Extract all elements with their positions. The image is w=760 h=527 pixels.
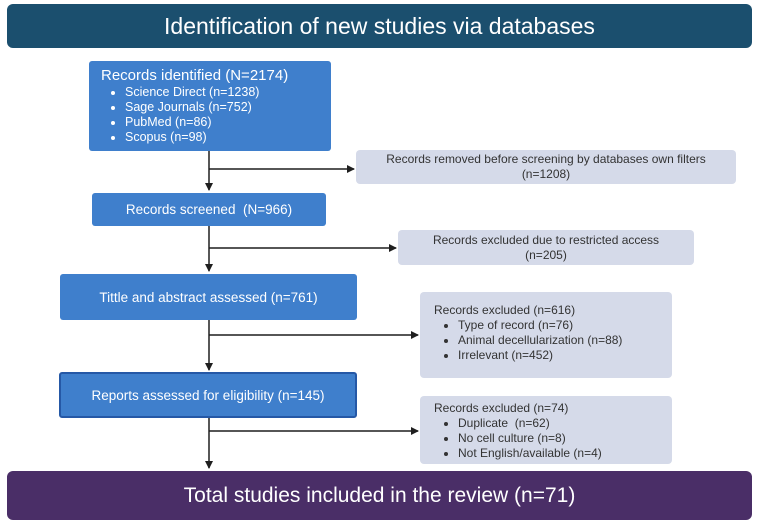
- footer-title: Total studies included in the review (n=…: [183, 483, 576, 507]
- restricted-access-text: Records excluded due to restricted acces…: [432, 232, 660, 262]
- footer-banner: Total studies included in the review (n=…: [7, 471, 752, 520]
- database-item: Scopus (n=98): [125, 130, 319, 145]
- records-excluded-74-title: Records excluded (n=74): [434, 401, 569, 415]
- eligibility-box: Reports assessed for eligibility (n=145): [59, 372, 357, 418]
- header-banner: Identification of new studies via databa…: [7, 4, 752, 48]
- records-removed-box: Records removed before screening by data…: [356, 150, 736, 184]
- database-list: Science Direct (n=1238) Sage Journals (n…: [101, 85, 319, 145]
- exclusion-reason: No cell culture (n=8): [458, 431, 660, 446]
- header-title: Identification of new studies via databa…: [164, 12, 595, 39]
- exclusion-reason: Duplicate (n=62): [458, 416, 660, 431]
- exclusion-reason: Animal decellularization (n=88): [458, 333, 660, 348]
- title-abstract-box: Tittle and abstract assessed (n=761): [60, 274, 357, 320]
- eligibility-text: Reports assessed for eligibility (n=145): [91, 387, 325, 403]
- records-excluded-74-box: Records excluded (n=74) Duplicate (n=62)…: [420, 396, 672, 464]
- exclusion-reasons-list: Type of record (n=76) Animal decellulari…: [434, 318, 660, 363]
- title-abstract-text: Tittle and abstract assessed (n=761): [99, 289, 318, 305]
- records-excluded-616-title: Records excluded (n=616): [434, 303, 576, 317]
- exclusion-reason: Not English/available (n=4): [458, 446, 660, 461]
- database-item: Science Direct (n=1238): [125, 85, 319, 100]
- records-identified-title: Records identified (N=2174): [101, 67, 289, 84]
- records-screened-box: Records screened (N=966): [92, 193, 326, 226]
- database-item: Sage Journals (n=752): [125, 100, 319, 115]
- records-screened-text: Records screened (N=966): [125, 202, 293, 217]
- exclusion-reason: Irrelevant (n=452): [458, 348, 660, 363]
- restricted-access-box: Records excluded due to restricted acces…: [398, 230, 694, 265]
- exclusion-reasons-list: Duplicate (n=62) No cell culture (n=8) N…: [434, 416, 660, 461]
- records-identified-box: Records identified (N=2174) Science Dire…: [89, 61, 331, 151]
- records-removed-text: Records removed before screening by data…: [386, 152, 706, 181]
- exclusion-reason: Type of record (n=76): [458, 318, 660, 333]
- database-item: PubMed (n=86): [125, 115, 319, 130]
- records-excluded-616-box: Records excluded (n=616) Type of record …: [420, 292, 672, 378]
